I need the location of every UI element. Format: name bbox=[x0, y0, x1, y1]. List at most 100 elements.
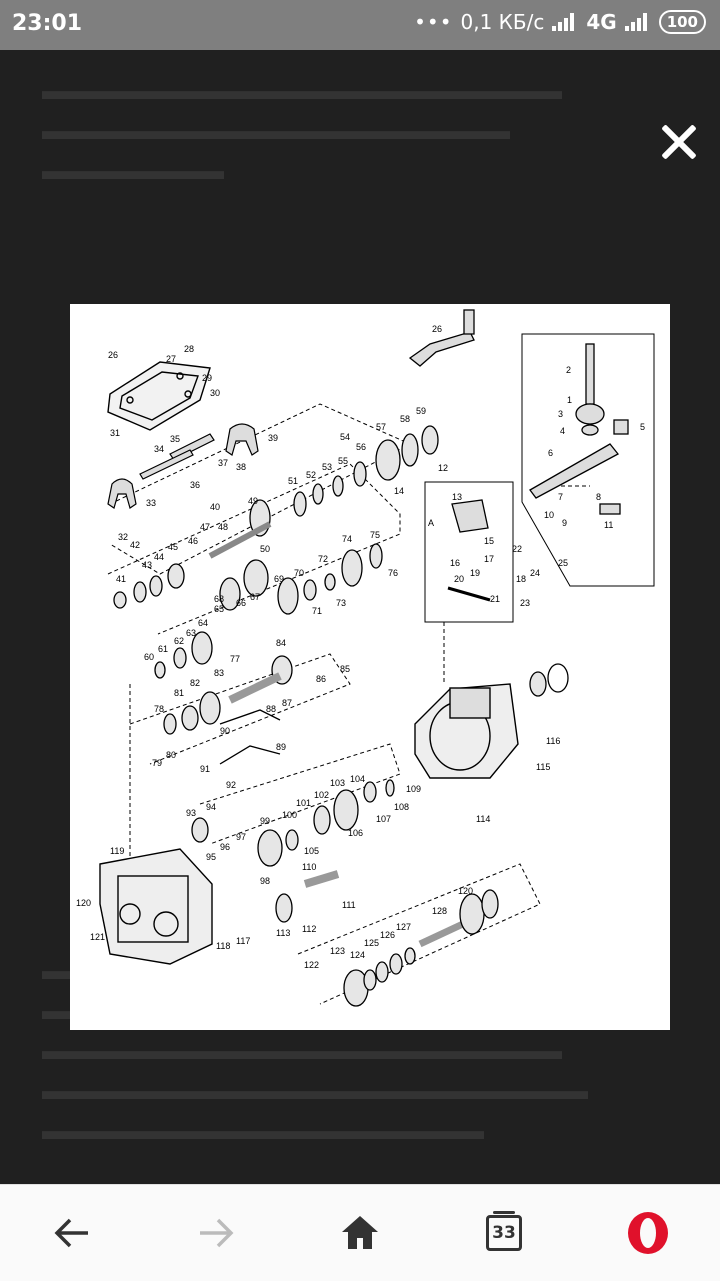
browser-nav-bar: 33 bbox=[0, 1184, 720, 1281]
svg-text:115: 115 bbox=[536, 762, 550, 772]
svg-text:91: 91 bbox=[200, 764, 210, 774]
svg-text:52: 52 bbox=[306, 470, 316, 480]
svg-text:27: 27 bbox=[166, 354, 176, 364]
svg-text:73: 73 bbox=[336, 598, 346, 608]
mainshaft-gears-part bbox=[113, 425, 439, 735]
svg-text:19: 19 bbox=[470, 568, 480, 578]
svg-text:99: 99 bbox=[260, 816, 270, 826]
shift-forks-part bbox=[107, 423, 259, 509]
svg-text:59: 59 bbox=[416, 406, 426, 416]
svg-text:69: 69 bbox=[274, 574, 284, 584]
svg-text:63: 63 bbox=[186, 628, 196, 638]
svg-text:3: 3 bbox=[558, 409, 563, 419]
background-page-text: ▬▬▬▬▬▬▬▬▬▬▬▬▬▬▬▬▬▬▬▬ bbox=[42, 75, 562, 105]
svg-text:44: 44 bbox=[154, 552, 164, 562]
svg-text:111: 111 bbox=[342, 900, 356, 910]
frame-reverse-gear bbox=[199, 743, 401, 845]
tabs-button[interactable]: 33 bbox=[474, 1203, 534, 1263]
svg-text:24: 24 bbox=[530, 568, 540, 578]
svg-text:97: 97 bbox=[236, 832, 246, 842]
svg-text:120: 120 bbox=[458, 886, 473, 896]
tabs-count: 33 bbox=[486, 1211, 522, 1251]
svg-text:90: 90 bbox=[220, 726, 230, 736]
svg-text:57: 57 bbox=[376, 422, 386, 432]
svg-text:87: 87 bbox=[282, 698, 292, 708]
svg-text:128: 128 bbox=[432, 906, 447, 916]
battery-icon: 100 bbox=[658, 10, 706, 34]
svg-text:110: 110 bbox=[302, 862, 316, 872]
svg-text:86: 86 bbox=[316, 674, 326, 684]
svg-text:33: 33 bbox=[146, 498, 156, 508]
back-button[interactable] bbox=[42, 1203, 102, 1263]
svg-text:15: 15 bbox=[484, 536, 494, 546]
svg-text:8: 8 bbox=[596, 492, 601, 502]
svg-text:125: 125 bbox=[364, 938, 379, 948]
svg-text:77: 77 bbox=[230, 654, 240, 664]
svg-text:30: 30 bbox=[210, 388, 220, 398]
svg-text:89: 89 bbox=[276, 742, 286, 752]
status-bar: 23:01 ••• 0,1 КБ/с 4G 100 bbox=[0, 0, 720, 50]
status-time: 23:01 bbox=[12, 11, 83, 36]
svg-text:16: 16 bbox=[450, 558, 460, 568]
svg-text:36: 36 bbox=[190, 480, 200, 490]
svg-text:14: 14 bbox=[394, 486, 404, 496]
arrow-right-icon bbox=[200, 1218, 234, 1248]
svg-text:70: 70 bbox=[294, 568, 304, 578]
svg-text:95: 95 bbox=[206, 852, 216, 862]
svg-text:46: 46 bbox=[188, 536, 198, 546]
svg-text:120: 120 bbox=[76, 898, 91, 908]
svg-text:93: 93 bbox=[186, 808, 196, 818]
notification-dots: ••• bbox=[414, 10, 453, 34]
svg-text:109: 109 bbox=[406, 784, 421, 794]
svg-text:104: 104 bbox=[350, 774, 365, 784]
svg-text:62: 62 bbox=[174, 636, 184, 646]
svg-text:80: 80 bbox=[166, 750, 176, 760]
home-button[interactable] bbox=[330, 1203, 390, 1263]
close-icon[interactable] bbox=[652, 116, 706, 170]
svg-text:88: 88 bbox=[266, 704, 276, 714]
svg-text:A: A bbox=[428, 518, 434, 528]
svg-text:94: 94 bbox=[206, 802, 216, 812]
svg-text:39: 39 bbox=[268, 433, 278, 443]
signal-strength-icon-2 bbox=[624, 13, 651, 31]
top-cover-part bbox=[107, 361, 211, 431]
svg-text:4: 4 bbox=[560, 426, 565, 436]
svg-text:103: 103 bbox=[330, 778, 345, 788]
signal-strength-icon bbox=[552, 13, 578, 31]
svg-text:23: 23 bbox=[520, 598, 530, 608]
svg-text:58: 58 bbox=[400, 414, 410, 424]
clutch-housing-part bbox=[414, 683, 519, 779]
svg-text:21: 21 bbox=[490, 594, 500, 604]
network-type: 4G bbox=[586, 10, 617, 34]
background-page-text: ▬▬▬▬▬▬▬ bbox=[42, 155, 224, 185]
exploded-diagram-image[interactable]: 1 2 3 4 5 6 7 8 9 10 11 12 13 14 15 16 1… bbox=[70, 304, 670, 1030]
svg-text:92: 92 bbox=[226, 780, 236, 790]
svg-text:43: 43 bbox=[142, 560, 152, 570]
svg-text:10: 10 bbox=[544, 510, 554, 520]
svg-text:45: 45 bbox=[168, 542, 178, 552]
svg-text:48: 48 bbox=[218, 522, 228, 532]
svg-text:75: 75 bbox=[370, 530, 380, 540]
svg-text:71: 71 bbox=[312, 606, 322, 616]
svg-text:2: 2 bbox=[566, 365, 571, 375]
svg-text:68: 68 bbox=[214, 594, 224, 604]
svg-text:32: 32 bbox=[118, 532, 128, 542]
svg-text:35: 35 bbox=[170, 434, 180, 444]
svg-text:42: 42 bbox=[130, 540, 140, 550]
svg-text:28: 28 bbox=[184, 344, 194, 354]
svg-text:6: 6 bbox=[548, 448, 553, 458]
frame-selector-group bbox=[424, 481, 514, 623]
opera-menu-button[interactable] bbox=[618, 1203, 678, 1263]
svg-text:114: 114 bbox=[476, 814, 490, 824]
svg-text:119: 119 bbox=[110, 846, 124, 856]
svg-text:100: 100 bbox=[282, 810, 297, 820]
forward-button[interactable] bbox=[186, 1203, 246, 1263]
svg-text:127: 127 bbox=[396, 922, 411, 932]
svg-text:65: 65 bbox=[214, 604, 224, 614]
svg-text:60: 60 bbox=[144, 652, 154, 662]
background-page-text: ▬▬▬▬▬▬▬▬▬▬▬▬▬▬▬▬▬▬ bbox=[42, 115, 510, 145]
svg-text:79: 79 bbox=[152, 758, 162, 768]
svg-text:7: 7 bbox=[558, 492, 563, 502]
svg-text:81: 81 bbox=[174, 688, 184, 698]
svg-text:26: 26 bbox=[108, 350, 118, 360]
